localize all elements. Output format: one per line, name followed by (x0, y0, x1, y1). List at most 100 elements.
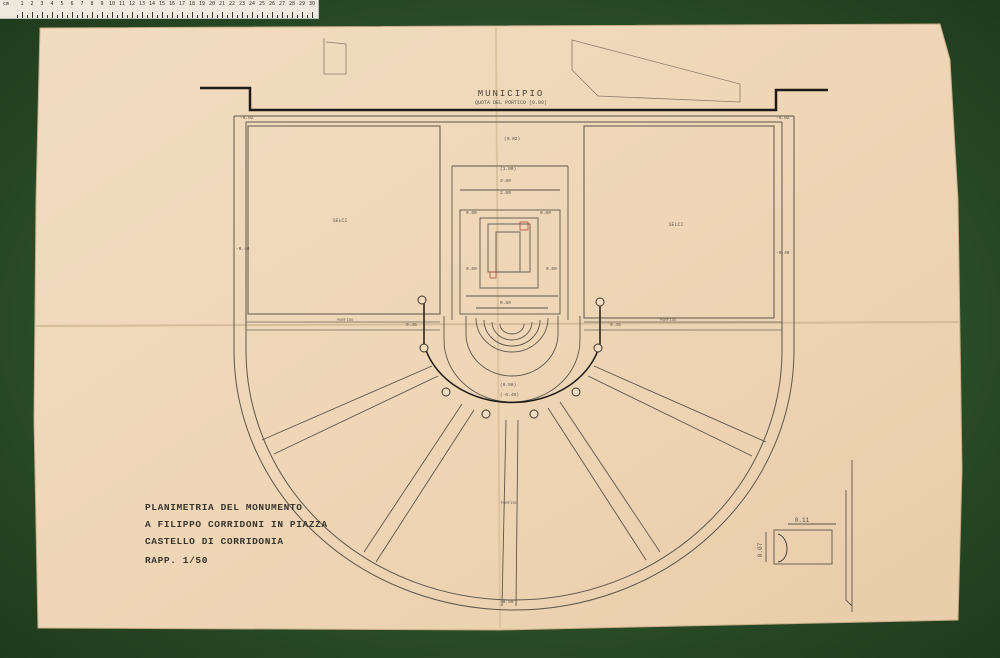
ruler-tick (152, 12, 153, 18)
band-right-label: PORFIDO (660, 319, 677, 323)
ruler-label: 30 (308, 1, 316, 7)
area-left (247, 125, 441, 315)
ruler-label: 22 (228, 1, 236, 7)
area-right-label: SELCI (668, 222, 683, 228)
ruler-label: 2 (30, 1, 34, 7)
ruler-label: 1 (20, 1, 24, 7)
ruler-label: 24 (248, 1, 256, 7)
ruler-label: 7 (80, 1, 84, 7)
ruler-tick (242, 12, 243, 18)
ruler-tick (187, 15, 188, 18)
detail-left-dim: 0.07 (757, 542, 764, 557)
ruler-tick (17, 15, 18, 18)
ruler-tick (287, 15, 288, 18)
ruler-tick (112, 12, 113, 18)
title-line-4: RAPP. 1/50 (145, 555, 208, 566)
ruler-tick (312, 12, 313, 18)
ruler-tick (142, 12, 143, 18)
ruler-tick (162, 12, 163, 18)
title-line-1: PLANIMETRIA DEL MONUMENTO (145, 502, 303, 513)
ruler-label: 27 (278, 1, 286, 7)
title-block: PLANIMETRIA DEL MONUMENTO A FILIPPO CORR… (145, 502, 328, 566)
ruler-label: 21 (218, 1, 226, 7)
ruler-label: 19 (198, 1, 206, 7)
ruler-label: 6 (70, 1, 74, 7)
dim-label: 0.60 (466, 210, 477, 216)
ruler-tick (272, 12, 273, 18)
ruler-tick (22, 12, 23, 18)
area-right (583, 125, 775, 319)
ruler-tick (247, 15, 248, 18)
ruler-tick (32, 12, 33, 18)
ruler-label: 29 (298, 1, 306, 7)
radial-paths (261, 365, 767, 607)
municipio-wall (200, 86, 828, 112)
ruler-tick (207, 15, 208, 18)
ruler-tick (82, 12, 83, 18)
dim-label: 0.45 (610, 322, 621, 328)
dimension-labels: -0.02 -0.02 (0.02) (1.00) 3.80 2.60 0.60… (236, 115, 790, 605)
ruler-tick (172, 12, 173, 18)
ruler-tick (252, 12, 253, 18)
ruler-tick (227, 15, 228, 18)
ruler-label: 3 (40, 1, 44, 7)
dim-label: -0.02 (240, 115, 254, 121)
spine-label: PORFIDO (501, 502, 518, 506)
ruler-label: 9 (100, 1, 104, 7)
ruler-tick (137, 15, 138, 18)
ruler-tick (57, 15, 58, 18)
dim-label: -0.50 (500, 599, 514, 605)
porfido-band (246, 321, 782, 331)
ruler-tick (147, 15, 148, 18)
ruler-label: 14 (148, 1, 156, 7)
ruler-tick (202, 12, 203, 18)
ruler-tick (167, 15, 168, 18)
ruler-tick (257, 15, 258, 18)
dim-label: 0.60 (546, 266, 557, 272)
ruler-tick (107, 15, 108, 18)
ruler-tick (127, 15, 128, 18)
ruler-tick (117, 15, 118, 18)
ruler-tick (267, 15, 268, 18)
ruler-tick (47, 15, 48, 18)
bollard (441, 387, 451, 397)
dim-label: 0.60 (466, 266, 477, 272)
ruler-label: 23 (238, 1, 246, 7)
ruler-tick (262, 12, 263, 18)
dim-label: (-0.40) (500, 392, 519, 398)
fold-crease-v (495, 27, 501, 629)
ruler-tick (282, 12, 283, 18)
ruler-tick (102, 12, 103, 18)
ruler-label: 8 (90, 1, 94, 7)
bollard (481, 409, 491, 419)
dim-label: -0.40 (236, 246, 250, 252)
ruler-tick (77, 15, 78, 18)
bollard (595, 297, 605, 307)
dim-label: 0.50 (500, 300, 511, 306)
ruler-label: 26 (268, 1, 276, 7)
ruler-label: 12 (128, 1, 136, 7)
ruler-tick (177, 15, 178, 18)
detail-section (765, 460, 853, 612)
ruler-tick (212, 12, 213, 18)
ruler-label: 25 (258, 1, 266, 7)
ruler-tick (197, 15, 198, 18)
ruler-label: 11 (118, 1, 126, 7)
ruler-label: 28 (288, 1, 296, 7)
title-line-2: A FILIPPO CORRIDONI IN PIAZZA (145, 519, 328, 530)
bollards (417, 295, 605, 419)
ruler-tick (27, 15, 28, 18)
bollard (571, 387, 581, 397)
ruler-tick (87, 15, 88, 18)
ruler-tick (52, 12, 53, 18)
red-marks (489, 221, 529, 279)
central-monument (443, 165, 581, 403)
bollard (529, 409, 539, 419)
chain-arc (423, 343, 601, 404)
detail-top-dim: 0.11 (795, 517, 810, 524)
ruler-tick (37, 15, 38, 18)
ruler-tick (72, 12, 73, 18)
